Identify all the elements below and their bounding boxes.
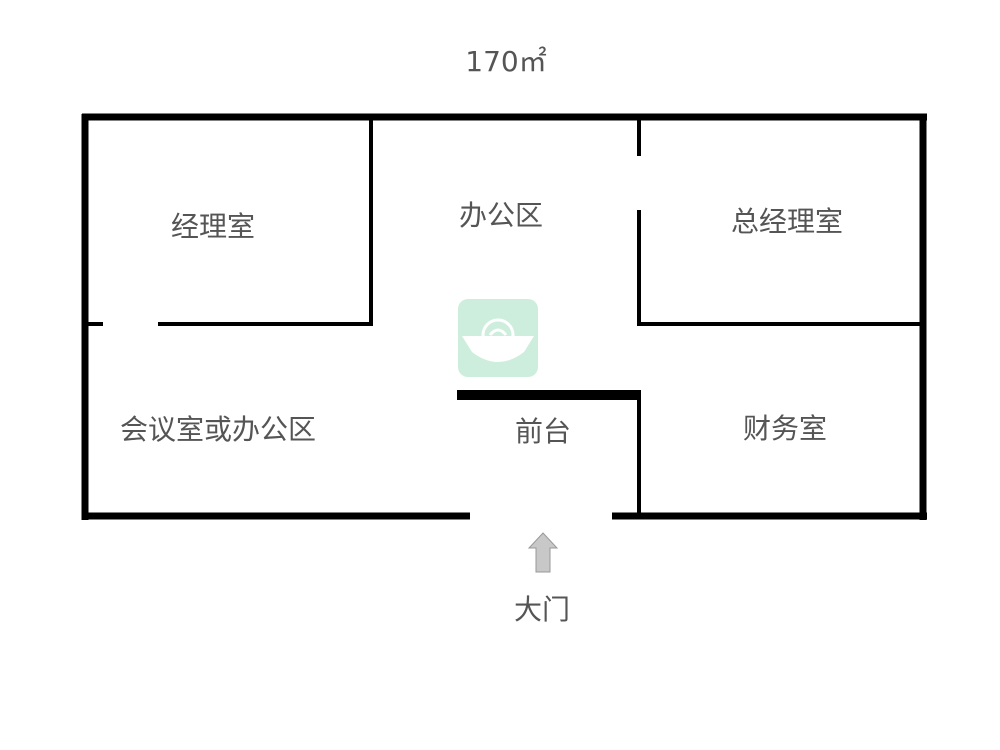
room-office: 办公区 bbox=[458, 199, 544, 232]
room-reception: 前台 bbox=[514, 415, 572, 448]
room-meeting: 会议室或办公区 bbox=[119, 413, 317, 446]
entrance-arrow-icon bbox=[527, 532, 559, 573]
entrance-label: 大门 bbox=[513, 593, 571, 626]
walls bbox=[81, 113, 927, 520]
room-general-manager: 总经理室 bbox=[730, 205, 844, 238]
watermark-logo bbox=[458, 299, 538, 377]
room-manager: 经理室 bbox=[170, 210, 256, 243]
room-finance: 财务室 bbox=[742, 412, 828, 445]
area-label: 170㎡ bbox=[465, 45, 547, 78]
